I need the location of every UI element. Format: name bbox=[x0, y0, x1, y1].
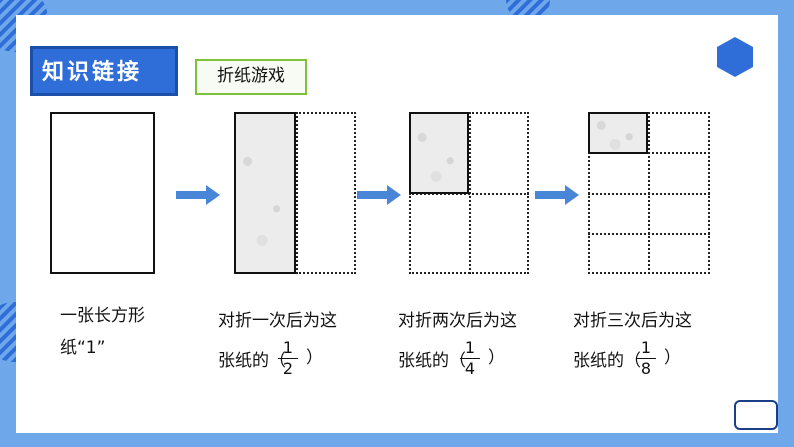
fraction-numerator: 1 bbox=[464, 338, 476, 357]
fraction-bar bbox=[460, 358, 480, 359]
caption-step-4: 对折三次后为这 张纸的（ bbox=[573, 305, 692, 377]
close-paren: ） bbox=[306, 348, 323, 368]
fraction-numerator: 1 bbox=[640, 338, 652, 357]
fraction-one-half: 1 2 bbox=[278, 339, 298, 378]
grid-divider bbox=[588, 152, 710, 154]
caption-line: 纸“1” bbox=[60, 338, 106, 358]
page-title: 知识链接 bbox=[42, 59, 143, 85]
fraction-denominator: 4 bbox=[464, 359, 476, 378]
quarter-paper bbox=[409, 112, 469, 194]
full-paper-rectangle bbox=[50, 112, 155, 274]
subtitle-box: 折纸游戏 bbox=[195, 59, 307, 95]
arrow-right-icon bbox=[176, 185, 220, 205]
subtitle-label: 折纸游戏 bbox=[217, 66, 285, 86]
caption-line: 张纸的（ bbox=[398, 351, 466, 371]
fraction-denominator: 2 bbox=[282, 359, 294, 378]
close-paren: ） bbox=[664, 348, 681, 368]
close-paren: ） bbox=[488, 348, 505, 368]
fraction-one-quarter: 1 4 bbox=[460, 339, 480, 378]
fraction-denominator: 8 bbox=[640, 359, 652, 378]
grid-divider bbox=[409, 193, 529, 195]
arrow-right-icon bbox=[357, 185, 401, 205]
caption-line: 一张长方形 bbox=[60, 306, 145, 326]
fraction-numerator: 1 bbox=[282, 338, 294, 357]
caption-line: 张纸的（ bbox=[218, 351, 286, 371]
caption-step-1: 一张长方形 纸“1” bbox=[60, 300, 145, 364]
hexagon-icon bbox=[717, 37, 753, 77]
caption-line: 对折三次后为这 bbox=[573, 311, 692, 331]
grid-divider bbox=[588, 193, 710, 195]
caption-step-3: 对折两次后为这 张纸的（ bbox=[398, 305, 517, 377]
arrow-right-icon bbox=[535, 185, 579, 205]
caption-step-2: 对折一次后为这 张纸的（ bbox=[218, 305, 337, 377]
caption-line: 对折两次后为这 bbox=[398, 311, 517, 331]
unfolded-half-outline bbox=[296, 112, 356, 274]
fraction-bar bbox=[636, 358, 656, 359]
caption-line: 对折一次后为这 bbox=[218, 311, 337, 331]
eighth-paper bbox=[588, 112, 648, 154]
fraction-bar bbox=[278, 358, 298, 359]
folded-half-paper bbox=[234, 112, 296, 274]
title-box bbox=[30, 46, 178, 96]
fraction-one-eighth: 1 8 bbox=[636, 339, 656, 378]
caption-line: 张纸的（ bbox=[573, 351, 641, 371]
next-slide-button[interactable] bbox=[734, 400, 778, 430]
grid-divider bbox=[588, 233, 710, 235]
